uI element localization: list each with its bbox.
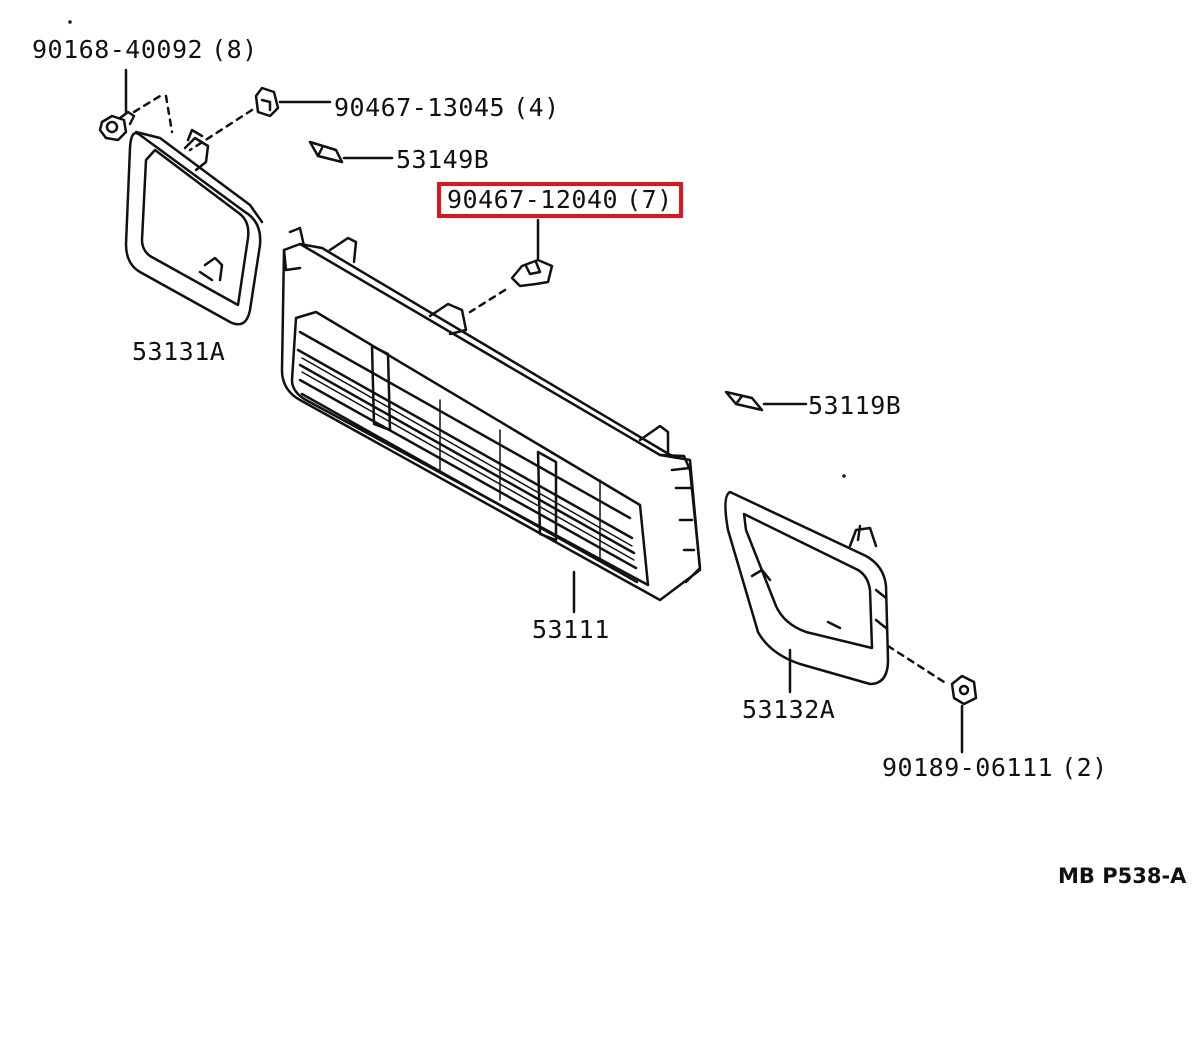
clip-center-fastener [468,218,554,314]
callout-bolt[interactable]: 90168-40092(8) [32,36,258,64]
clip-top-fastener [188,86,332,152]
part-number: 90467-12040 [447,185,619,214]
part-number: 53131A [132,337,226,366]
quantity: (4) [513,93,560,122]
callout-molding-left[interactable]: 53131A [132,338,225,366]
part-number: 53132A [742,695,836,724]
part-number: 53111 [532,615,610,644]
radiator-grille [280,226,702,614]
callout-clip-top[interactable]: 90467-13045(4) [334,94,560,122]
part-number: 53119B [808,391,902,420]
left-headlamp-molding [124,128,264,326]
quantity: (8) [211,35,258,64]
part-number: 90168-40092 [32,35,204,64]
part-number: 53149B [396,145,490,174]
right-headlamp-molding [724,490,946,694]
bolt-fastener [98,68,174,142]
bracket-right-part [724,390,808,412]
part-number: 90189-06111 [882,753,1054,782]
drawing-code: MB P538-A [1058,864,1187,888]
callout-bracket-right[interactable]: 53119B [808,392,901,420]
part-number: 90467-13045 [334,93,506,122]
callout-molding-right[interactable]: 53132A [742,696,835,724]
nut-fastener [950,674,978,754]
callout-bracket-left[interactable]: 53149B [396,146,489,174]
quantity: (2) [1061,753,1108,782]
quantity: (7) [626,185,673,214]
callout-clip-center-highlighted[interactable]: 90467-12040(7) [437,182,683,218]
callout-nut[interactable]: 90189-06111(2) [882,754,1108,782]
bracket-left-part [308,140,394,164]
callout-grille[interactable]: 53111 [532,616,610,644]
